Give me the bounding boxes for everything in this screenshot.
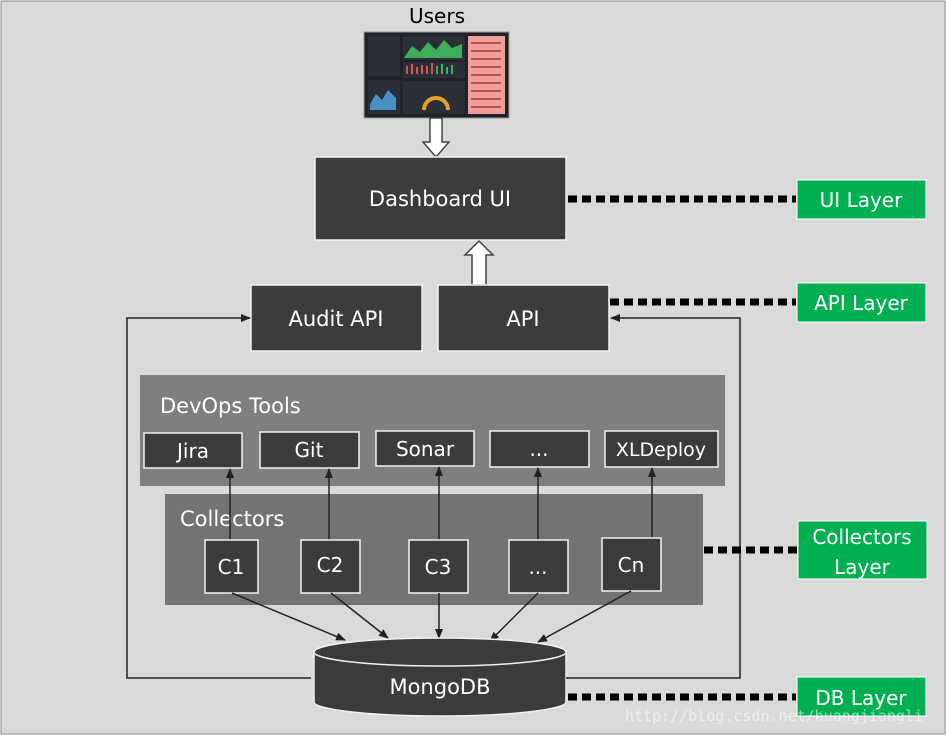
users-to-dashboard-arrow bbox=[421, 117, 451, 159]
tool-git-label: Git bbox=[295, 438, 324, 462]
mongodb-cylinder: MongoDB bbox=[313, 637, 567, 717]
mongodb-label: MongoDB bbox=[389, 675, 490, 699]
collector-cn: Cn bbox=[601, 537, 662, 592]
tool-more-label: ... bbox=[529, 437, 548, 461]
c2-to-db-arrow bbox=[330, 592, 389, 639]
dashboard-screenshot-thumbnail bbox=[363, 31, 510, 119]
collector-to-db-arrows bbox=[231, 590, 632, 643]
cn-to-db-arrow bbox=[537, 590, 632, 643]
dashboard-ui-box: Dashboard UI bbox=[314, 156, 567, 241]
collector-c3: C3 bbox=[408, 539, 469, 594]
tool-sonar-label: Sonar bbox=[396, 437, 455, 461]
collector-c2-label: C2 bbox=[317, 553, 344, 577]
api-label: API bbox=[506, 307, 539, 331]
devops-tools-label: DevOps Tools bbox=[160, 394, 301, 418]
tool-jira-label: Jira bbox=[175, 439, 209, 463]
db-to-api-connector bbox=[566, 314, 741, 679]
collector-more-label: ... bbox=[528, 555, 547, 579]
audit-api-label: Audit API bbox=[289, 307, 384, 331]
audit-api-box: Audit API bbox=[250, 284, 423, 352]
collector-c1: C1 bbox=[204, 539, 259, 594]
ui-layer-tag: UI Layer bbox=[796, 179, 927, 220]
tool-xldeploy-label: XLDeploy bbox=[616, 439, 706, 461]
dashboard-ui-label: Dashboard UI bbox=[369, 187, 511, 211]
tool-jira: Jira bbox=[143, 432, 243, 469]
collector-c3-label: C3 bbox=[425, 555, 452, 579]
tool-xldeploy: XLDeploy bbox=[604, 430, 719, 468]
watermark-text: http://blog.csdn.net/huangjiangli bbox=[625, 707, 923, 725]
collectors-layer-label-line1: Collectors bbox=[812, 525, 911, 549]
tool-git: Git bbox=[259, 431, 360, 469]
layer-leaders bbox=[568, 195, 797, 701]
db-layer-tag: DB Layer bbox=[796, 676, 927, 717]
api-layer-tag: API Layer bbox=[796, 282, 927, 323]
api-box: API bbox=[437, 284, 610, 352]
c1-to-db-arrow bbox=[231, 592, 346, 641]
collectors-panel-label: Collectors bbox=[180, 507, 284, 531]
collectors-layer-tag: Collectors Layer bbox=[797, 520, 928, 580]
db-layer-label: DB Layer bbox=[815, 686, 907, 710]
tool-sonar: Sonar bbox=[375, 430, 475, 467]
api-layer-label: API Layer bbox=[814, 291, 909, 315]
collector-more: ... bbox=[508, 539, 569, 594]
ui-layer-label: UI Layer bbox=[820, 188, 903, 212]
more-to-db-arrow bbox=[489, 592, 539, 642]
collector-cn-label: Cn bbox=[618, 553, 645, 577]
collector-c1-label: C1 bbox=[218, 555, 245, 579]
collector-c2: C2 bbox=[300, 539, 361, 594]
collectors-layer-label-line2: Layer bbox=[834, 555, 891, 579]
users-label: Users bbox=[409, 4, 465, 28]
db-to-audit-api-connector bbox=[126, 314, 311, 679]
collector-to-tool-arrows bbox=[226, 466, 656, 540]
tool-more: ... bbox=[489, 430, 590, 468]
